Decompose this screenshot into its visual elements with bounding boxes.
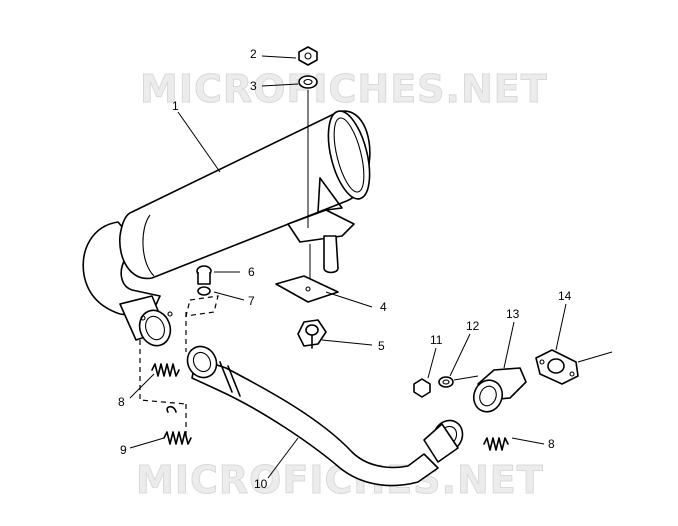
watermark-top: MICROFICHES.NET [140,67,548,111]
cap-clip-icon [185,286,219,317]
washer-icon-2 [438,376,454,388]
callout-12: 12 [466,319,480,333]
callout-10: 10 [254,477,268,491]
callout-11: 11 [430,333,443,347]
nut-icon [298,46,318,66]
callout-5: 5 [378,339,385,353]
cap-icon [196,265,212,285]
callout-13: 13 [506,307,520,321]
callout-9: 9 [120,443,127,457]
callout-1: 1 [172,99,179,113]
spring-icon-3 [483,437,509,451]
callout-2: 2 [250,47,257,61]
callout-8-right: 8 [548,437,555,451]
muffler-icon [82,110,371,347]
flange-icon [472,367,527,413]
callout-14: 14 [558,289,572,303]
callout-4: 4 [380,300,387,314]
spring-icon [151,363,180,377]
washer-icon [298,75,318,89]
callout-7: 7 [248,294,255,308]
nut-icon-2 [413,378,431,398]
callout-3: 3 [250,79,257,93]
grommet-icon [297,319,327,349]
callout-6: 6 [248,265,255,279]
gasket-icon [535,349,579,385]
plate-icon [275,275,339,303]
spring-icon-2 [163,405,192,445]
exhaust-pipe-icon [186,345,464,487]
bracket-icon [287,177,355,274]
callout-8-left: 8 [118,395,125,409]
